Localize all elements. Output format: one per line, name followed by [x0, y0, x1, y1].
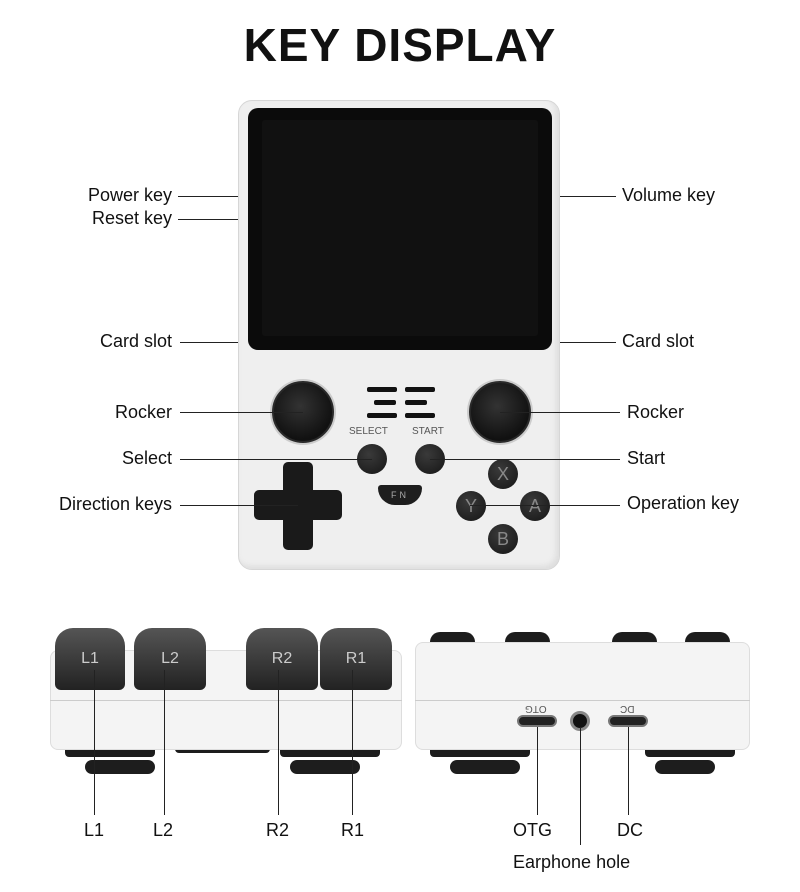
label-direction-keys: Direction keys: [58, 494, 172, 514]
speaker-grille: [405, 400, 427, 405]
label-start: Start: [627, 448, 666, 468]
x-button: X: [488, 459, 518, 489]
seam: [415, 700, 750, 701]
label-power-key: Power key: [87, 185, 172, 205]
label-otg: OTG: [513, 820, 552, 840]
speaker-grille: [374, 400, 396, 405]
dc-marking: DC: [620, 703, 635, 714]
speaker-grille: [367, 413, 397, 418]
a-button: A: [520, 491, 550, 521]
speaker-grille: [405, 387, 435, 392]
l2-button: L2: [134, 628, 206, 690]
leader-line: [430, 459, 620, 460]
label-l1: L1: [84, 820, 105, 840]
screen-display: [262, 120, 538, 336]
leader-line: [180, 459, 372, 460]
leader-line: [352, 670, 353, 815]
label-card-slot-left: Card slot: [99, 331, 172, 351]
label-reset-key: Reset key: [91, 208, 172, 228]
r2-button: R2: [246, 628, 318, 690]
leader-line: [537, 727, 538, 815]
y-button: Y: [456, 491, 486, 521]
label-r1: R1: [341, 820, 365, 840]
leader-line: [580, 727, 581, 845]
label-operation-key: Operation key: [627, 493, 740, 513]
r1-button: R1: [320, 628, 392, 690]
foot: [450, 760, 520, 774]
leader-line: [180, 505, 298, 506]
leader-line: [500, 412, 620, 413]
label-select: Select: [121, 448, 172, 468]
leader-line: [94, 670, 95, 815]
l1-button: L1: [55, 628, 125, 690]
seam: [50, 700, 402, 701]
dc-port: [608, 715, 648, 727]
label-r2: R2: [266, 820, 290, 840]
start-marking: START: [412, 426, 444, 437]
speaker-grille: [367, 387, 397, 392]
label-dc: DC: [617, 820, 643, 840]
foot: [85, 760, 155, 774]
leader-line: [178, 196, 238, 197]
foot: [655, 760, 715, 774]
otg-marking: OTG: [525, 703, 547, 714]
leader-line: [180, 412, 303, 413]
label-l2: L2: [153, 820, 174, 840]
leader-line: [560, 196, 616, 197]
leader-line: [560, 342, 616, 343]
leader-line: [164, 670, 165, 815]
leader-line: [278, 670, 279, 815]
leader-line: [180, 342, 238, 343]
speaker-grille: [405, 413, 435, 418]
label-volume-key: Volume key: [622, 185, 716, 205]
leader-line: [470, 505, 620, 506]
page-title: KEY DISPLAY: [243, 19, 557, 71]
label-rocker-right: Rocker: [627, 402, 685, 422]
console-bottom-view: [415, 642, 750, 750]
label-card-slot-right: Card slot: [622, 331, 695, 351]
leader-line: [178, 219, 238, 220]
b-button: B: [488, 524, 518, 554]
foot: [290, 760, 360, 774]
fn-button: FN: [378, 485, 422, 505]
label-rocker-left: Rocker: [114, 402, 172, 422]
label-earphone-hole: Earphone hole: [513, 852, 631, 872]
select-marking: SELECT: [349, 426, 388, 437]
leader-line: [628, 727, 629, 815]
otg-port: [517, 715, 557, 727]
